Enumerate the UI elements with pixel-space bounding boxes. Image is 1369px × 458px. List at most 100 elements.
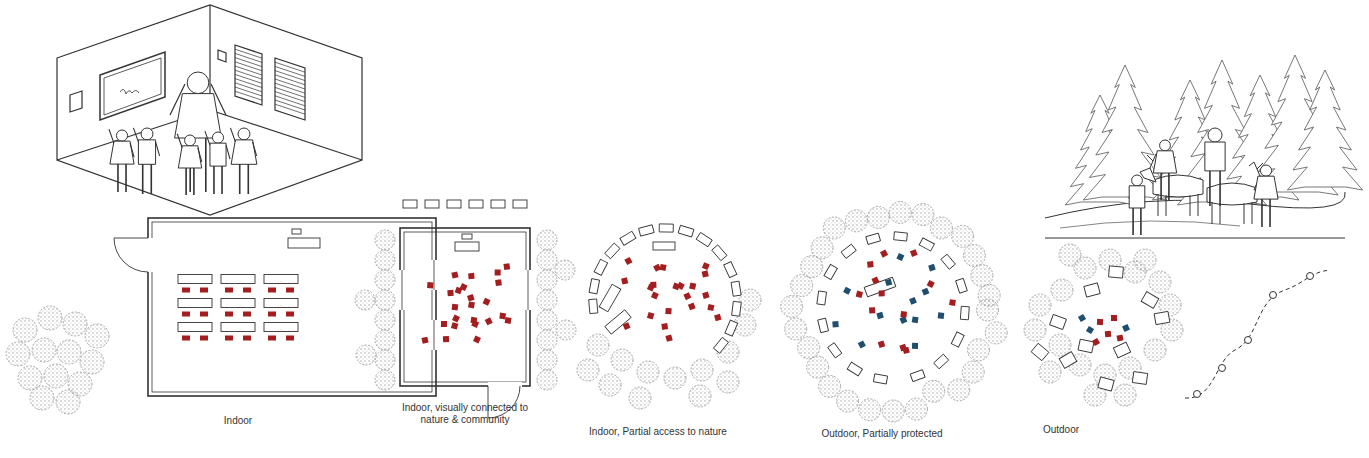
bench <box>425 200 439 208</box>
tree <box>664 367 686 389</box>
red-seat <box>651 292 659 300</box>
tree <box>599 374 621 396</box>
red-seat <box>683 292 691 300</box>
panel-caption: Indoor <box>138 415 338 427</box>
panel-caption: Outdoor, Partially protected <box>772 428 992 440</box>
red-seat <box>660 264 667 271</box>
blind-slat <box>235 87 262 96</box>
tree <box>537 330 557 350</box>
red-seat <box>499 313 506 320</box>
red-seat <box>243 312 251 317</box>
body <box>1205 142 1225 171</box>
arms <box>170 84 226 115</box>
bench <box>447 200 461 208</box>
red-seat <box>468 301 475 308</box>
red-seat <box>225 312 233 317</box>
tree <box>375 230 395 250</box>
tree <box>1114 384 1136 406</box>
tree <box>32 338 56 362</box>
blind-slat <box>275 92 305 102</box>
bench <box>1141 292 1159 309</box>
bench <box>1078 339 1094 353</box>
tree <box>6 342 30 366</box>
tree <box>375 350 395 370</box>
bench <box>712 245 727 261</box>
bench <box>659 224 673 232</box>
tree <box>781 295 803 317</box>
red-seat <box>1116 334 1123 341</box>
red-seat <box>443 336 449 342</box>
panel-caption: Indoor, Partial access to nature <box>548 426 768 438</box>
legs <box>1210 171 1220 206</box>
red-seat <box>452 314 460 322</box>
body <box>210 143 226 166</box>
bench <box>639 225 655 236</box>
tree <box>823 217 845 239</box>
tree <box>577 359 599 381</box>
red-seat <box>451 322 458 329</box>
tree <box>85 324 109 348</box>
blue-seat <box>896 253 904 261</box>
red-seat <box>647 312 655 320</box>
tree <box>785 318 807 340</box>
blind-slat <box>235 79 262 88</box>
red-seat <box>624 257 632 265</box>
head <box>185 135 196 146</box>
red-seat <box>702 270 709 277</box>
tree <box>798 337 820 359</box>
arms <box>205 131 230 159</box>
bench <box>589 299 598 314</box>
desk <box>178 323 212 332</box>
desk <box>264 323 298 332</box>
walking-trail <box>1185 270 1330 398</box>
bench <box>1084 283 1100 297</box>
tree <box>30 386 54 410</box>
red-seat <box>483 298 491 306</box>
red-seat <box>268 288 276 293</box>
tree <box>801 256 823 278</box>
red-seat <box>182 312 190 317</box>
red-seat <box>268 312 276 317</box>
red-seat <box>665 308 671 314</box>
blue-seat <box>909 297 917 305</box>
tree <box>845 210 867 232</box>
desk <box>178 275 212 284</box>
connected-room-plan <box>396 228 534 418</box>
bench <box>678 225 694 237</box>
bench <box>934 354 949 369</box>
blind-slat <box>235 58 262 67</box>
trees <box>6 201 1183 422</box>
legs <box>1262 199 1270 227</box>
red-seat <box>452 304 459 311</box>
blind-slat <box>235 66 262 75</box>
blind-slat <box>235 91 262 100</box>
blue-seat <box>843 287 851 295</box>
red-seat <box>665 334 672 341</box>
bench <box>1132 372 1147 385</box>
bench <box>817 291 827 305</box>
blind-slat <box>275 83 305 93</box>
red-seat <box>473 336 481 344</box>
head <box>238 128 250 140</box>
red-seat <box>243 288 251 293</box>
bench <box>620 231 636 245</box>
red-seat <box>467 294 475 302</box>
red-seat <box>879 290 885 296</box>
legs <box>143 164 152 194</box>
red-seat <box>1092 338 1100 346</box>
blue-seat <box>885 279 892 286</box>
blind-slat <box>275 62 305 72</box>
furniture <box>178 200 1314 398</box>
trail-stop <box>1219 365 1226 372</box>
tree <box>375 370 395 390</box>
bench <box>1031 343 1049 360</box>
blind-slat <box>275 66 305 76</box>
red-seat <box>200 288 208 293</box>
tree <box>867 206 889 228</box>
red-seat <box>623 322 631 330</box>
tree <box>587 334 609 356</box>
blue-seat <box>858 340 866 348</box>
tree <box>38 306 62 330</box>
bench <box>847 362 862 376</box>
